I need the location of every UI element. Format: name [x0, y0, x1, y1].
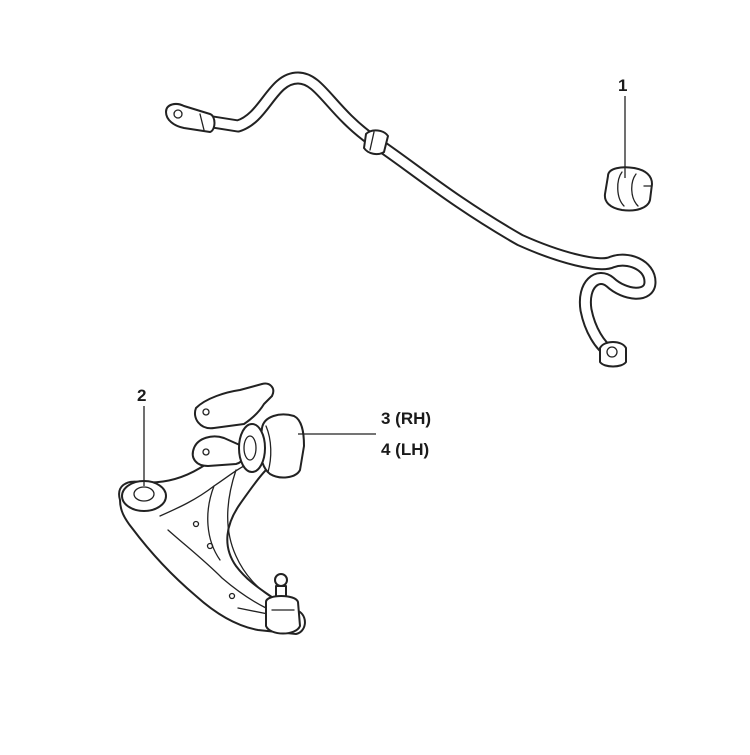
stabilizer-bush — [603, 166, 653, 212]
callout-label-1: 1 — [618, 76, 628, 95]
callout-label-4: 4 (LH) — [381, 440, 430, 459]
rear-bush — [238, 413, 305, 479]
callout-label-2: 2 — [137, 386, 147, 405]
stabilizer-bar — [165, 71, 657, 368]
callout-label-3: 3 (RH) — [381, 409, 432, 428]
ball-joint — [265, 573, 301, 635]
